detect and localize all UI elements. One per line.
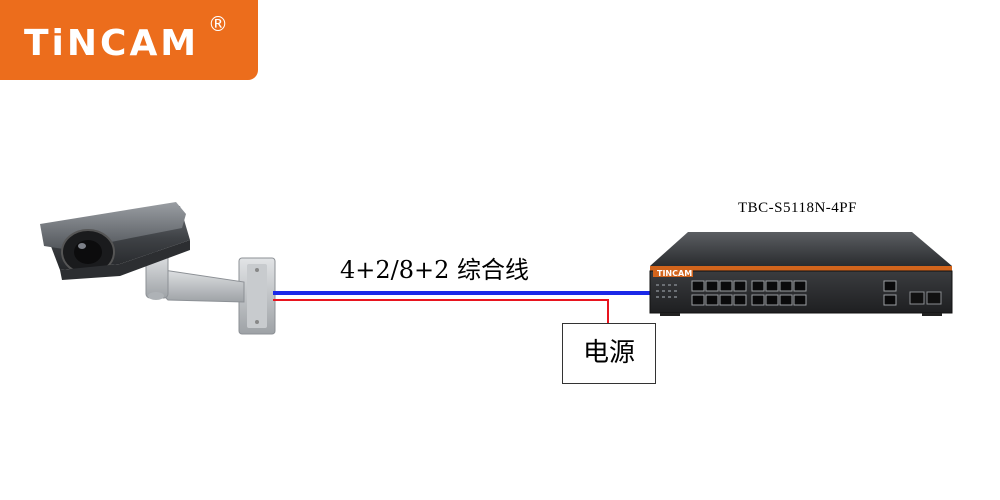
brand-logo-text: TiNCAM — [24, 23, 200, 64]
network-switch-icon: TINCAM — [649, 232, 953, 316]
power-cable — [273, 299, 609, 323]
camera-icon — [40, 202, 276, 335]
switch-ports — [691, 280, 807, 306]
power-supply-box: 电源 — [562, 323, 656, 384]
power-label: 电源 — [582, 338, 635, 368]
switch-model-label: TBC-S5118N-4PF — [738, 200, 857, 216]
switch-brand-label: TINCAM — [657, 269, 692, 278]
sfp-ports — [909, 291, 942, 305]
uplink-ports — [883, 280, 897, 306]
cable-label: 4+2/8+2 综合线 — [340, 256, 530, 284]
registered-mark: ® — [208, 12, 228, 36]
brand-logo: TiNCAM ® — [0, 0, 258, 80]
